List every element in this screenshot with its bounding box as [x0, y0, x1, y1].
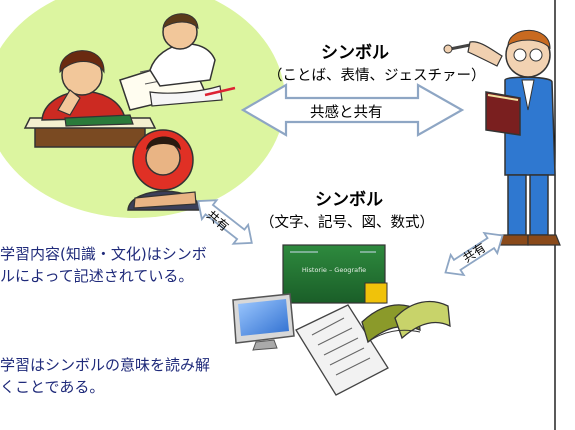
bottom-symbol-subtitle: （文字、記号、図、数式）	[260, 215, 434, 231]
bottom-symbol-title: シンボル	[315, 190, 383, 210]
empathy-arrow-label: 共感と共有	[310, 105, 383, 121]
open-book-illustration	[361, 300, 451, 344]
share-arrow-left	[197, 199, 253, 245]
monitor-illustration	[232, 293, 295, 351]
learners-circle	[0, 0, 285, 218]
student-crossed-arms-illustration	[127, 129, 201, 211]
blackboard-text: Historie – Geografie	[302, 266, 366, 274]
share-arrow-right	[444, 231, 504, 277]
note-content-described-by-symbols: 学習内容(知識・文化)はシンボルによって記述されている。	[0, 245, 207, 285]
student-reading-illustration	[119, 13, 236, 111]
teacher-illustration	[443, 29, 561, 246]
note-learning-is-reading-symbols: 学習はシンボルの意味を読み解くことである。	[0, 356, 211, 396]
blackboard-illustration: Historie – Geografie	[282, 244, 388, 304]
top-symbol-subtitle: （ことば、表情、ジェスチァー）	[268, 68, 486, 84]
empathy-double-arrow	[240, 83, 465, 137]
top-symbol-title: シンボル	[321, 43, 389, 63]
student-thinking-illustration	[23, 50, 157, 148]
paper-sheet-illustration	[295, 304, 389, 396]
